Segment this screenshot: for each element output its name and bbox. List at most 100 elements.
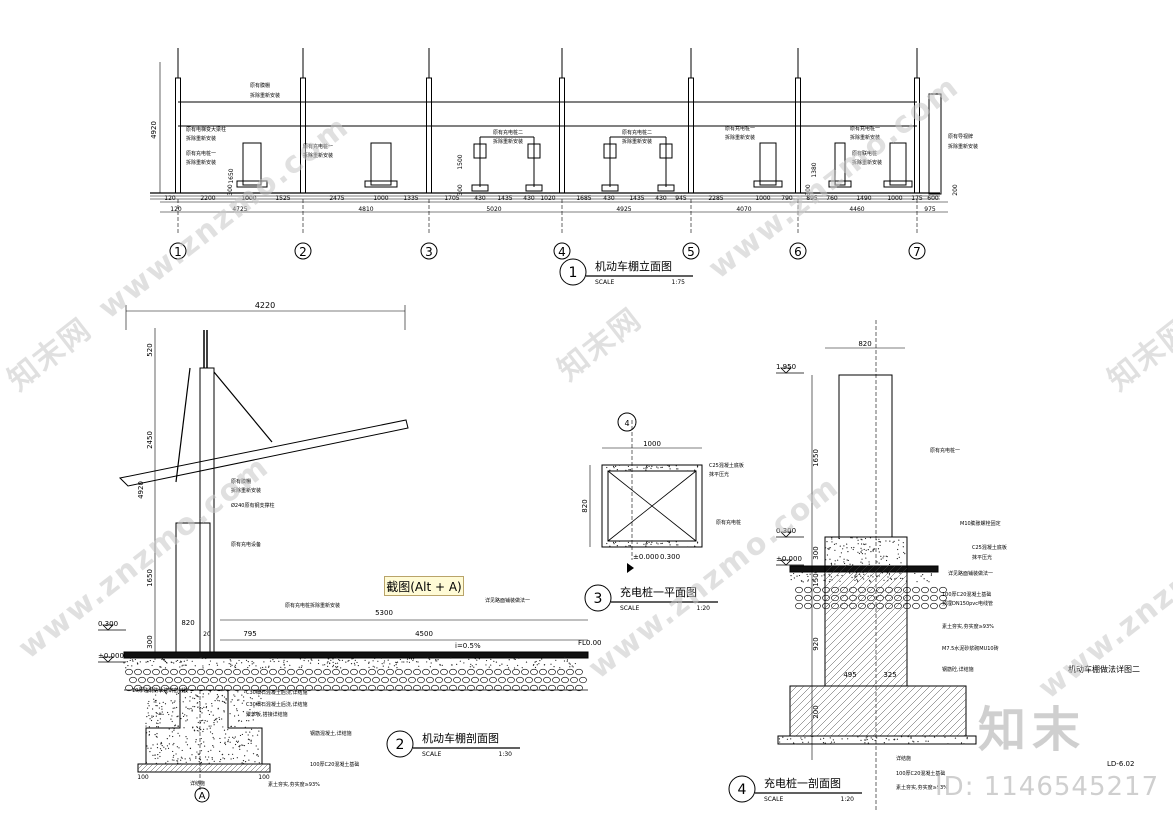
level-triangle (102, 656, 114, 663)
dimension-text: 430 (655, 195, 667, 202)
dimension-text: 5020 (486, 206, 501, 213)
dimension-text: 4725 (232, 206, 247, 213)
annotation-note: M7.5水泥砂浆砌MU10砖 (942, 645, 999, 652)
annotation-note: C30细石混凝土后浇,详结施 (246, 701, 307, 708)
concrete-fill (824, 536, 906, 568)
annotation-note: 100厚C20混凝土基础 (942, 591, 991, 598)
charging-pile (242, 142, 262, 186)
screenshot-tooltip: 截图(Alt + A) (384, 576, 464, 596)
support-column (688, 77, 694, 194)
annotation-note: 拆除重新安装 (850, 134, 880, 141)
pile-base (525, 184, 543, 192)
title-number: 3 (594, 591, 603, 607)
dimension-text: 4925 (616, 206, 631, 213)
foundation-outline (145, 689, 263, 765)
pile-section-title: 充电桩一剖面图 (764, 776, 841, 790)
level-triangle (780, 531, 792, 538)
dimension-text: 175 (911, 195, 923, 202)
level-label: ±0.000 (98, 652, 124, 660)
dimension-text: 520 (146, 343, 154, 356)
foundation-base (137, 763, 271, 773)
dimension-text: 975 (924, 206, 936, 213)
charger-unit (527, 143, 541, 159)
annotation-note: 详结施 (190, 780, 205, 787)
dimension-text: 4810 (358, 206, 373, 213)
detail-title: 机动车棚做法详图二 (1068, 664, 1140, 674)
title-number: 2 (396, 737, 405, 753)
annotation-note: 原有导视牌 (948, 133, 973, 140)
scale-label: SCALE (595, 279, 614, 286)
dimension-text: 4500 (415, 630, 433, 638)
scale-value: 1:20 (841, 796, 855, 803)
plan-inner (607, 470, 697, 542)
charging-pile (759, 142, 777, 186)
dimension-text: 790 (781, 195, 793, 202)
dimension-text: 100 (258, 774, 270, 781)
dimension-text: 1000 (373, 195, 388, 202)
axis-label: 6 (794, 245, 802, 259)
axis-bubble (789, 242, 807, 260)
brand-logo: 知末 (978, 702, 1087, 758)
axis-label: A (199, 791, 206, 802)
annotation-note: 100厚C20混凝土基础 (896, 770, 945, 777)
annotation-note: 详结施 (896, 755, 911, 762)
charging-pile (834, 142, 846, 186)
dimension-text: 20 (203, 631, 211, 638)
canopy-beam (118, 419, 409, 487)
pavement-surface (123, 651, 589, 659)
hatch-pattern (824, 565, 908, 687)
elevation-title: 机动车棚立面图 (595, 259, 672, 273)
dimension-text: 1380 (811, 162, 818, 177)
axis-label: 4 (558, 245, 566, 259)
dimension-text: 4920 (137, 481, 145, 499)
annotation-note: 原有充电设备 (231, 541, 261, 548)
dimension-text: 300 (805, 184, 812, 196)
dimension-text: 1705 (444, 195, 459, 202)
annotation-note: 原有膜棚 (231, 478, 251, 485)
annotation-note: 抹平压光 (972, 554, 992, 561)
charger-unit (473, 143, 487, 159)
annotation-note: 钢筋混凝土,详结施 (310, 730, 352, 737)
dimension-text: 895 (806, 195, 818, 202)
annotation-note: 详见路面铺装做法一 (948, 570, 993, 577)
sign-post (928, 93, 942, 195)
dimension-text: 430 (523, 195, 535, 202)
concrete-fill (606, 540, 699, 548)
charger-unit (659, 143, 673, 159)
dimension-text: 1650 (812, 449, 820, 467)
hatch-pattern (789, 685, 967, 737)
level-triangle (780, 367, 792, 374)
support-column (175, 77, 181, 194)
level-triangle (102, 624, 114, 631)
annotation-note: 素土夯实,夯实度≥93% (942, 623, 994, 630)
annotation-note: 拆除重新安装 (725, 134, 755, 141)
dimension-text: 300 (227, 184, 234, 196)
annotation-note: 钢筋砼,详结施 (942, 666, 974, 673)
gravel-fill (125, 668, 587, 692)
dimension-text: 1000 (643, 440, 661, 448)
axis-label: 3 (425, 245, 433, 259)
level-label: ±0.000 (776, 555, 802, 563)
axis-bubble (194, 787, 210, 803)
dimension-text: 5300 (375, 609, 393, 617)
annotation-note: 原有充电桩一 (186, 150, 216, 157)
title-number-circle (559, 258, 587, 286)
pile-base (236, 180, 268, 188)
level-label: ±0.000 (633, 553, 659, 561)
annotation-note: 素土夯实,夯实度≥93% (896, 784, 948, 791)
dimension-text: 760 (826, 195, 838, 202)
scale-label: SCALE (422, 751, 441, 758)
support-column (559, 77, 565, 194)
foundation-base (777, 735, 977, 745)
section-title: 机动车棚剖面图 (422, 731, 499, 745)
axis-bubble (420, 242, 438, 260)
dimension-text: 945 (675, 195, 687, 202)
title-number: 4 (738, 782, 747, 798)
scale-value: 1:20 (697, 605, 711, 612)
annotation-note: 原有充电桩二 (493, 129, 523, 136)
charging-pile (370, 142, 392, 186)
dimension-text: 1525 (275, 195, 290, 202)
dimension-text: 300 (146, 635, 154, 648)
brace-strut (213, 371, 273, 443)
dimension-text: 200 (812, 705, 820, 718)
